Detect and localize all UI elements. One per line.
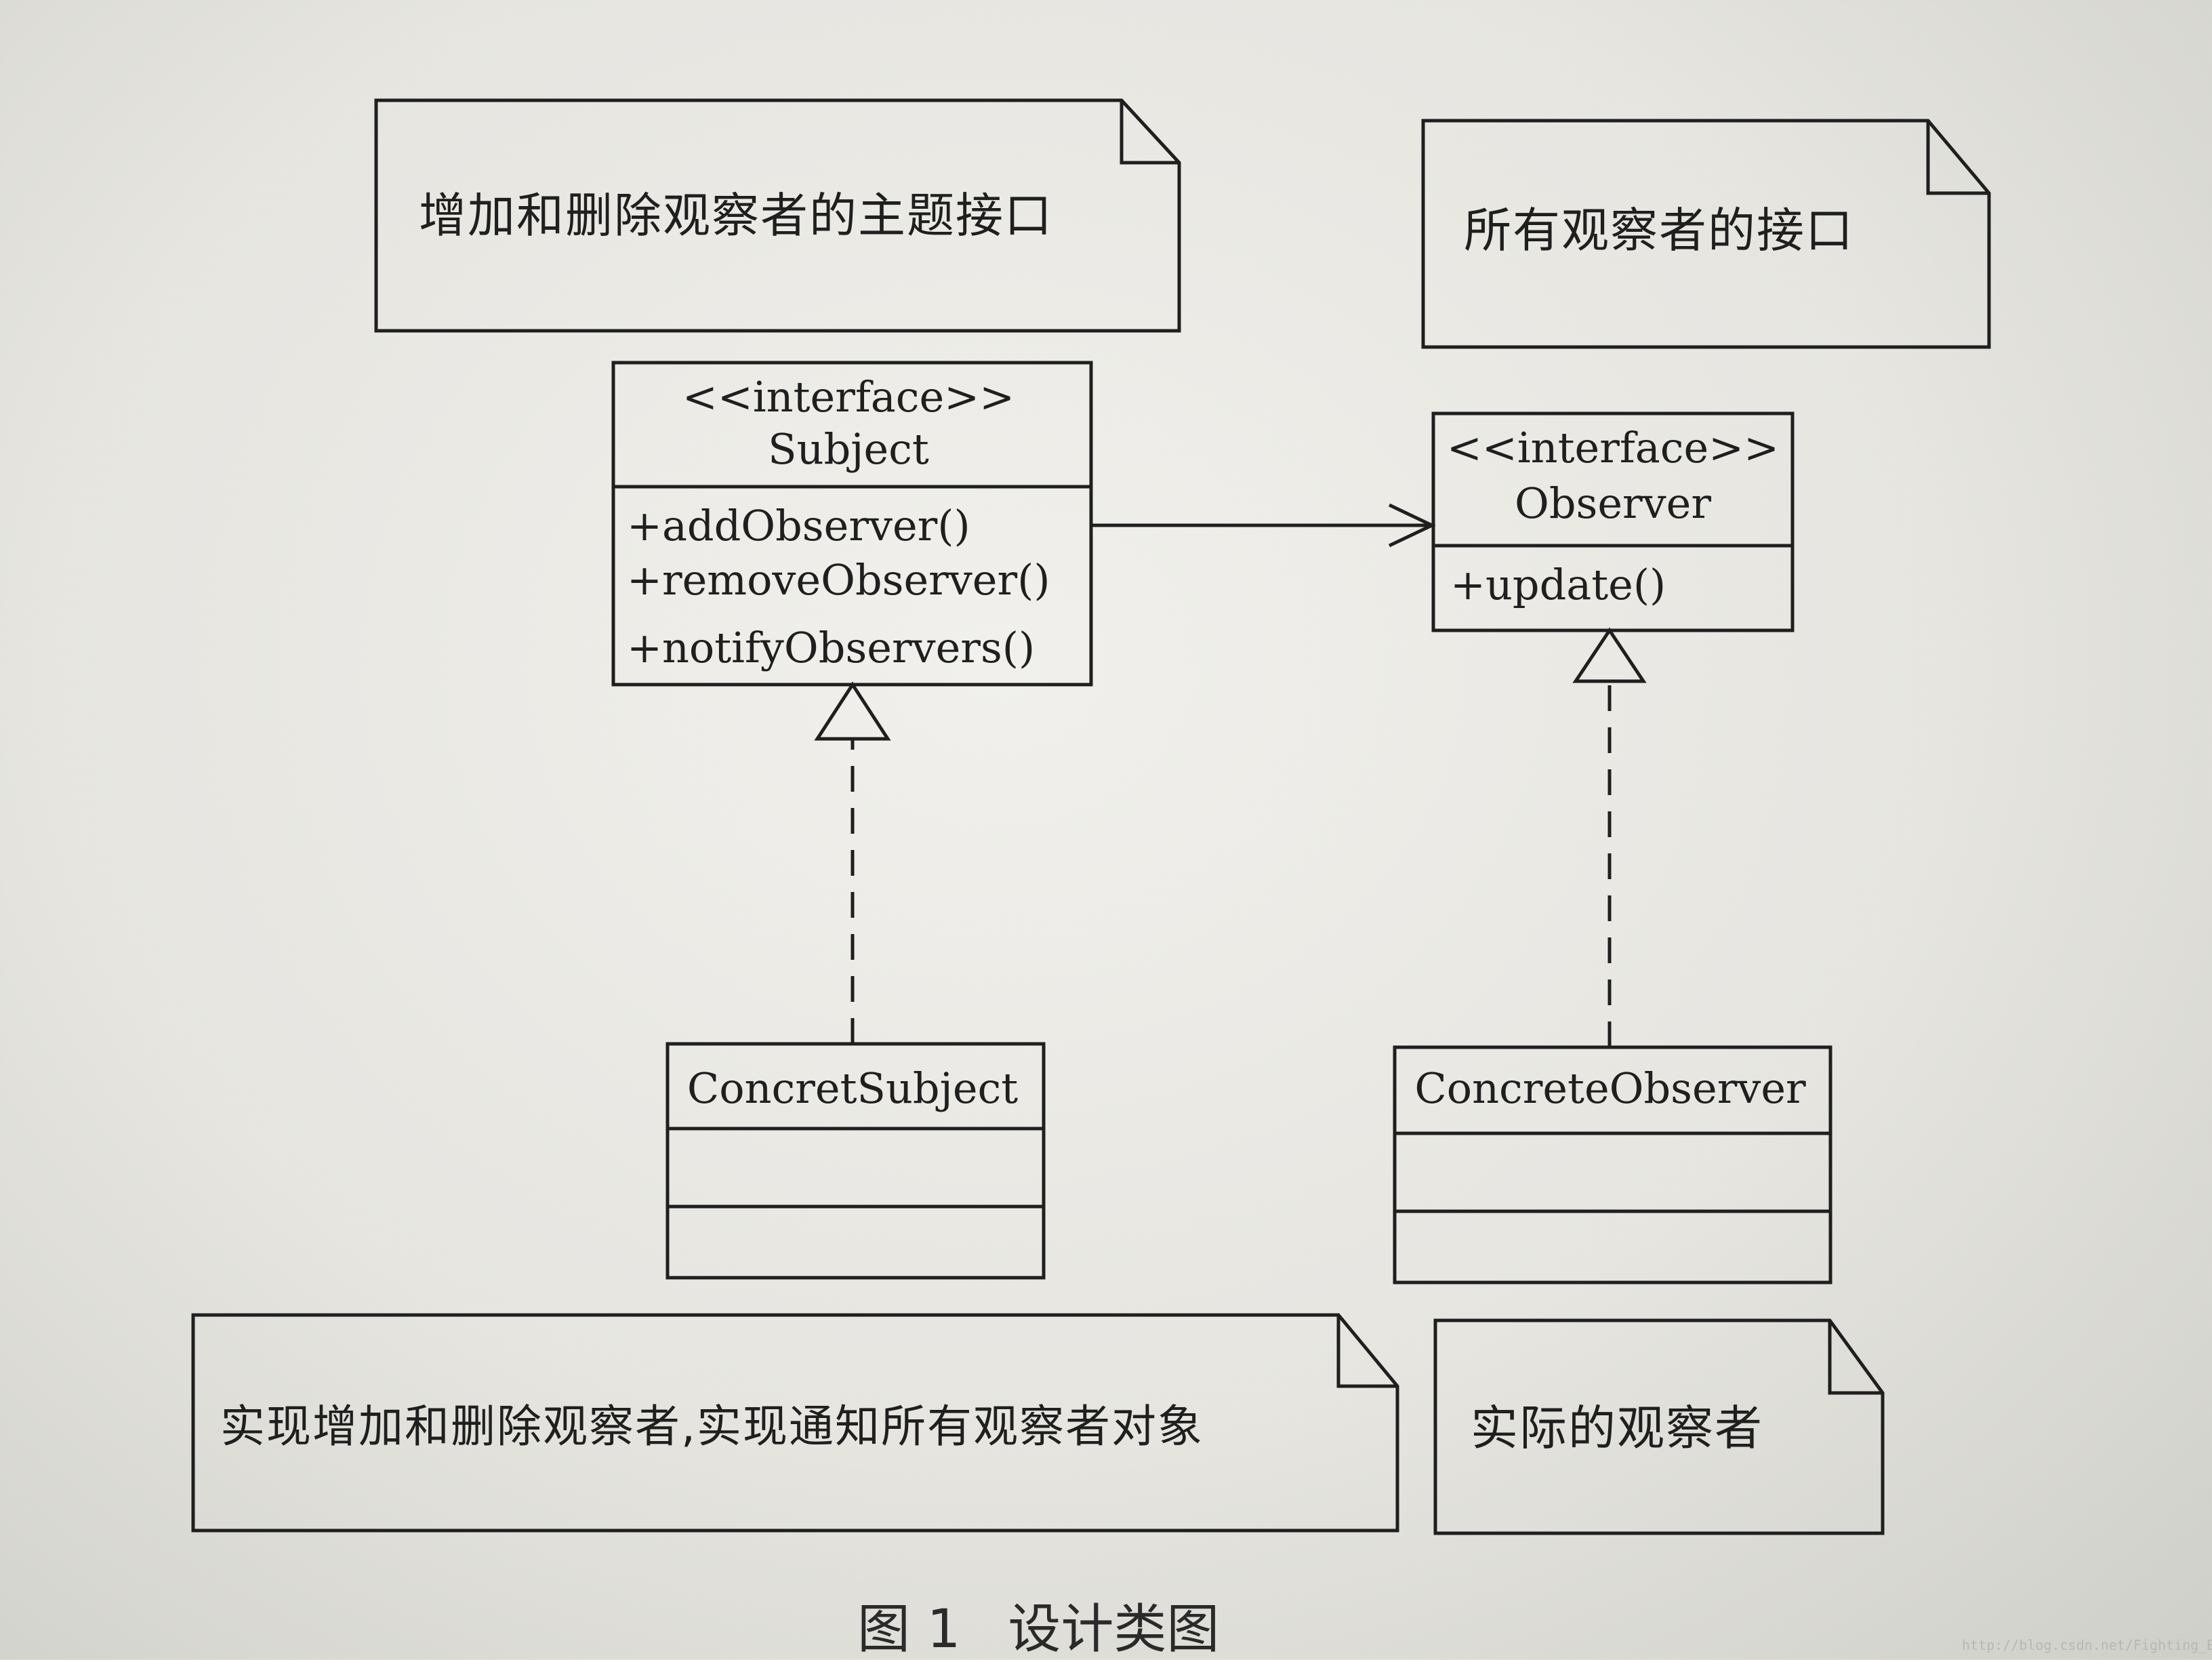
association-arrowhead (1388, 503, 1436, 548)
observer-stereotype: <<interface>> (1446, 423, 1780, 472)
subject-class-name: Subject (768, 424, 929, 474)
subject-note-shape (374, 98, 1181, 333)
subject-method-remove-observer: +removeObserver() (627, 555, 1050, 605)
concrete-observer-class-box (1393, 1045, 1832, 1284)
subject-note-text: 增加和删除观察者的主题接口 (419, 188, 1053, 243)
subject-note-fold (1120, 100, 1179, 165)
figure-title: 设计类图 (1008, 1599, 1220, 1660)
subject-method-notify-observers: +notifyObservers() (627, 623, 1036, 672)
concrete-subject-class-box (665, 1042, 1046, 1280)
observer-class-box (1431, 411, 1795, 632)
observer-class-name: Observer (1514, 479, 1712, 528)
observer-note-fold (1926, 121, 1989, 195)
subject-method-add-observer: +addObserver() (627, 501, 970, 550)
concrete-subject-note-fold (1336, 1315, 1397, 1388)
concrete-observer-class-name: ConcreteObserver (1414, 1064, 1806, 1113)
concrete-observer-note-text: 实际的观察者 (1471, 1400, 1763, 1456)
observer-note-shape (1421, 119, 1991, 349)
subject-stereotype: <<interface>> (682, 372, 1015, 422)
concrete-subject-class-name: ConcretSubject (687, 1064, 1019, 1113)
concrete-subject-note-shape (191, 1313, 1399, 1533)
concrete-observer-note-fold (1828, 1320, 1883, 1395)
observer-method-update: +update() (1450, 560, 1666, 609)
observer-realization-triangle (1572, 627, 1647, 683)
concrete-subject-note-text: 实现增加和删除观察者,实现通知所有观察者对象 (220, 1400, 1204, 1453)
observer-note-text: 所有观察者的接口 (1464, 203, 1854, 258)
concrete-observer-note-shape (1433, 1318, 1885, 1535)
subject-realization-triangle (814, 681, 891, 741)
watermark: http://blog.csdn.net/Fighting_Boy (1962, 1637, 2212, 1653)
figure-number: 图 1 (857, 1599, 961, 1660)
